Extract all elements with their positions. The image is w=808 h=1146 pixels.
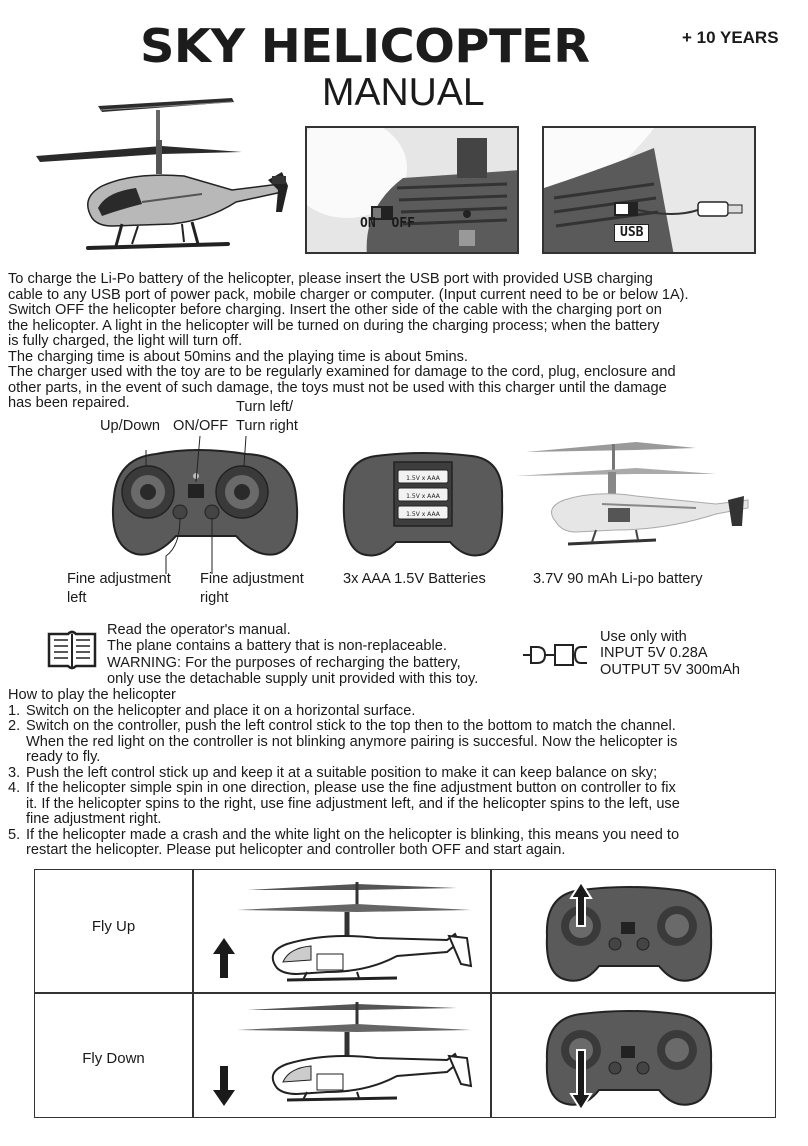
howto-step: 4. If the helicopter simple spin in one … (8, 780, 800, 828)
page-subtitle: MANUAL (322, 71, 485, 114)
charging-line: The charging time is about 50mins and th… (8, 348, 468, 365)
turn-label-line1: Turn left/ (236, 399, 294, 415)
up-down-label: Up/Down (100, 418, 161, 434)
power-rating-line: Use only with (600, 629, 687, 645)
battery-cell-text: 1.5V x AAA (406, 493, 441, 500)
warning-text: Read the operator's manual. The plane co… (107, 622, 527, 688)
switch-photo: ON OFF (305, 126, 519, 254)
lipo-label: 3.7V 90 mAh Li-po battery (533, 571, 703, 587)
power-rating-line: INPUT 5V 0.28A (600, 645, 708, 662)
howto-steps: 1. Switch on the helicopter and place it… (8, 702, 800, 859)
step-line: When the red light on the controller is … (26, 733, 678, 750)
switch-off-label: OFF (391, 216, 415, 231)
usb-photo: USB (542, 126, 756, 254)
usb-label: USB (614, 224, 650, 242)
step-line: it. If the helicopter spins to the right… (26, 795, 680, 812)
step-line: Switch on the controller, push the left … (26, 718, 676, 734)
on-off-label: ON/OFF (173, 418, 229, 434)
howto-step: 1. Switch on the helicopter and place it… (8, 702, 800, 720)
charging-line: The charger used with the toy are to be … (8, 364, 676, 380)
fine-adjust-left-line1: Fine adjustment (67, 571, 171, 587)
fly-up-label: Fly Up (91, 918, 136, 935)
warning-line: only use the detachable supply unit prov… (107, 671, 479, 688)
howto-heading: How to play the helicopter (8, 687, 176, 703)
step-line: ready to fly. (26, 749, 101, 765)
helicopter-lipo-illustration (516, 442, 749, 546)
helicopter-illustration (36, 98, 288, 250)
charging-line: Switch OFF the helicopter before chargin… (8, 302, 662, 318)
usb-photo-image (544, 128, 754, 252)
switch-label-box: ON OFF (355, 216, 420, 232)
fine-adjust-left-label: Fine adjustment left (67, 570, 171, 607)
fly-down-label: Fly Down (82, 1050, 145, 1067)
charging-line: cable to any USB port of power pack, mob… (8, 286, 689, 303)
charging-instructions: To charge the Li-Po battery of the helic… (8, 271, 800, 412)
warning-line: The plane contains a battery that is non… (107, 638, 447, 655)
power-supply-icon (523, 644, 587, 666)
warning-line: WARNING: For the purposes of recharging … (107, 654, 461, 671)
step-number: 2. (8, 718, 21, 734)
fine-adjust-right-label: Fine adjustment right (200, 570, 304, 607)
step-number: 1. (8, 702, 21, 719)
howto-step: 2. Switch on the controller, push the le… (8, 718, 800, 766)
step-line: If the helicopter made a crash and the w… (26, 826, 680, 843)
power-rating-text: Use only with INPUT 5V 0.28A OUTPUT 5V 3… (600, 629, 800, 678)
controller-fly-down-illustration (545, 1010, 713, 1112)
step-number: 3. (8, 764, 21, 781)
step-number: 4. (8, 780, 21, 796)
arrow-down-icon (213, 1066, 235, 1106)
switch-on-label: ON (360, 216, 376, 231)
step-line: Switch on the helicopter and place it on… (26, 702, 416, 719)
charging-line: has been repaired. (8, 395, 130, 411)
helicopter-fly-up-illustration (237, 882, 473, 982)
charging-line: is fully charged, the light will turn of… (8, 333, 243, 349)
charging-line: To charge the Li-Po battery of the helic… (8, 271, 653, 287)
turn-label-line2: Turn right (236, 417, 298, 434)
arrow-up-icon (213, 938, 235, 978)
battery-cell-text: 1.5V x AAA (406, 511, 441, 518)
fine-adjust-left-line2: left (67, 589, 87, 606)
howto-section: How to play the helicopter 1. Switch on … (8, 687, 800, 859)
howto-step: 5. If the helicopter made a crash and th… (8, 826, 800, 859)
switch-photo-image (307, 128, 517, 252)
age-badge: + 10 YEARS (682, 28, 779, 47)
step-line: restart the helicopter. Please put helic… (26, 842, 566, 858)
charging-line: the helicopter. A light in the helicopte… (8, 317, 660, 334)
step-number: 5. (8, 826, 21, 843)
page-title: SKY HELICOPTER (140, 19, 590, 73)
batteries-label: 3x AAA 1.5V Batteries (343, 571, 486, 587)
manual-book-icon (47, 630, 97, 670)
warning-line: Read the operator's manual. (107, 622, 291, 638)
charging-line: other parts, in the event of such damage… (8, 379, 667, 396)
helicopter-fly-down-illustration (237, 1002, 473, 1102)
battery-cell-text: 1.5V x AAA (406, 475, 441, 482)
fine-adjust-right-line1: Fine adjustment (200, 571, 304, 587)
controller-front-illustration (112, 436, 299, 574)
controller-back-illustration: 1.5V x AAA 1.5V x AAA 1.5V x AAA (342, 452, 504, 557)
step-line: fine adjustment right. (26, 811, 162, 827)
power-rating-line: OUTPUT 5V 300mAh (600, 661, 741, 678)
turn-label: Turn left/ Turn right (236, 398, 298, 435)
step-line: Push the left control stick up and keep … (26, 764, 658, 781)
controller-fly-up-illustration (545, 882, 713, 982)
howto-step: 3. Push the left control stick up and ke… (8, 764, 800, 782)
fine-adjust-right-line2: right (200, 589, 229, 606)
step-line: If the helicopter simple spin in one dir… (26, 780, 676, 796)
flight-control-table: Fly Up Fly Down (34, 869, 776, 1118)
